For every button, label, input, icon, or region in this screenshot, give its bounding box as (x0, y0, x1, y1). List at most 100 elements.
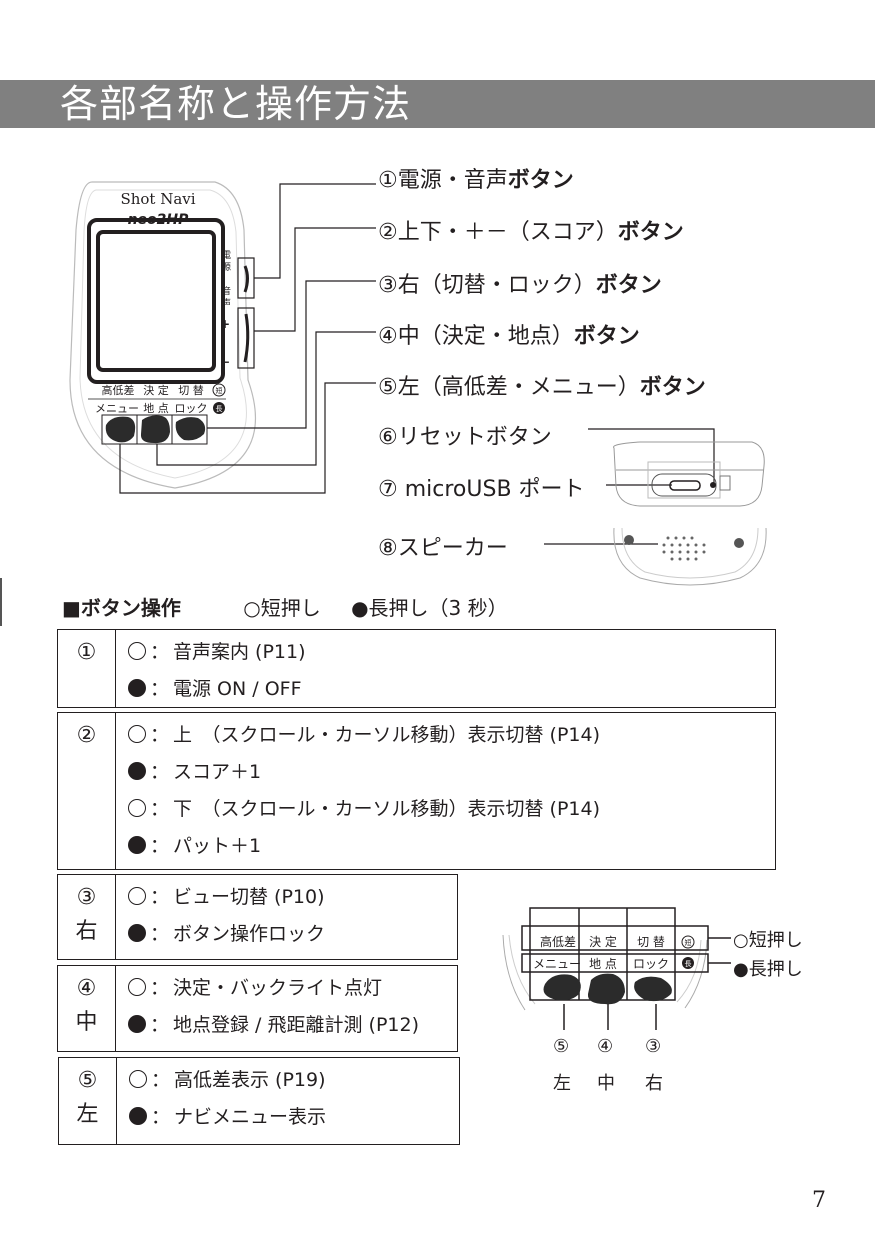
svg-text:切 替: 切 替 (178, 383, 204, 397)
detail-long-label: ●長押し (733, 959, 803, 980)
legend-heading: ■ボタン操作 (62, 596, 181, 620)
svg-text:短: 短 (685, 938, 692, 947)
reset-hole (710, 482, 716, 488)
callout-4: ④中（決定・地点）ボタン (378, 324, 640, 349)
detail-button-num-left: ⑤ (553, 1036, 570, 1057)
short-press-icon (128, 725, 146, 743)
long-press-icon (128, 762, 146, 780)
screw-right (734, 538, 744, 548)
operation-box-2: ② ：上 （スクロール・カーソル移動）表示切替 (P14) ：スコア＋1 ：下 … (57, 712, 776, 870)
detail-center-button (587, 973, 625, 1005)
long-press-icon (128, 679, 146, 697)
detail-right-button (634, 976, 672, 1002)
detail-button-num-right: ③ (645, 1036, 662, 1057)
center-button (140, 415, 170, 444)
callout-1: ①電源・音声ボタン (378, 168, 574, 193)
svg-text:短: 短 (216, 386, 223, 395)
svg-text:声: 声 (222, 297, 231, 309)
page-number: 7 (812, 1188, 826, 1213)
operation-box-1: ① ：音声案内 (P11) ：電源 ON / OFF (57, 629, 776, 708)
operation-line: ：ナビメニュー表示 (129, 1099, 453, 1136)
detail-short-label: ○短押し (733, 930, 803, 951)
leader-5 (119, 382, 376, 494)
operation-line: ：ボタン操作ロック (128, 916, 451, 953)
operation-line: ：高低差表示 (P19) (129, 1062, 453, 1099)
device-bottom-view (613, 441, 765, 507)
operation-line: ：決定・バックライト点灯 (128, 970, 451, 1007)
svg-text:−: − (220, 355, 230, 369)
legend-short: ○短押し (243, 596, 321, 620)
svg-text:長: 長 (685, 960, 692, 968)
speaker-grille (662, 536, 706, 561)
operation-line: ：上 （スクロール・カーソル移動）表示切替 (P14) (128, 717, 769, 754)
detail-button-pos-left: 左 (553, 1073, 571, 1094)
svg-text:高低差: 高低差 (102, 383, 135, 397)
long-press-icon (128, 1015, 146, 1033)
long-press-icon (129, 1107, 147, 1125)
leader-1 (254, 183, 376, 279)
updown-button-box (237, 307, 255, 369)
svg-text:メニュー: メニュー (533, 957, 581, 971)
short-press-icon (129, 1070, 147, 1088)
legend-long: ●長押し（3 秒） (351, 596, 508, 620)
operation-line: ：音声案内 (P11) (128, 634, 769, 671)
detail-button-pos-center: 中 (597, 1073, 615, 1094)
speaker-outline (613, 527, 767, 586)
svg-text:メニュー: メニュー (95, 402, 139, 415)
short-press-icon (128, 642, 146, 660)
operation-line: ：スコア＋1 (128, 754, 769, 791)
screen (96, 230, 216, 372)
operation-line: ：地点登録 / 飛距離計測 (P12) (128, 1007, 451, 1044)
leader-lines (119, 183, 715, 545)
callout-6: ⑥リセットボタン (378, 425, 552, 450)
operation-line: ：パット＋1 (128, 828, 769, 865)
svg-text:切 替: 切 替 (637, 935, 665, 949)
left-button (105, 416, 136, 443)
short-press-icon (128, 799, 146, 817)
right-button (175, 417, 206, 441)
detail-left-button (543, 974, 581, 1001)
svg-text:長: 長 (216, 405, 223, 413)
detail-button-pos-right: 右 (645, 1073, 663, 1094)
svg-text:決 定: 決 定 (143, 383, 169, 397)
button-detail-diagram: 高低差 決 定 切 替 短 メニュー 地 点 ロック 長 (502, 907, 731, 1030)
operation-line: ：下 （スクロール・カーソル移動）表示切替 (P14) (128, 791, 769, 828)
short-press-icon (128, 887, 146, 905)
device-diagram: Shot Navi neo2HP 電 源 / 音 声 + − 高低差 決 定 切… (69, 181, 767, 586)
operation-number: ② (58, 713, 116, 869)
operation-line: ：電源 ON / OFF (128, 671, 769, 708)
legend: ■ボタン操作 ○短押し ●長押し（3 秒） (62, 592, 508, 621)
svg-text:地 点: 地 点 (143, 402, 169, 415)
short-press-icon (128, 978, 146, 996)
callout-2: ②上下・＋－（スコア）ボタン (378, 220, 684, 245)
updown-button (243, 313, 250, 363)
leader-2 (254, 227, 376, 332)
operation-number: ① (58, 630, 116, 707)
power-button (243, 265, 249, 293)
svg-text:決 定: 決 定 (589, 934, 617, 949)
callout-3: ③右（切替・ロック）ボタン (378, 273, 662, 298)
margin-mark (0, 578, 2, 626)
detail-button-num-center: ④ (597, 1036, 614, 1057)
svg-text:ロック: ロック (633, 957, 669, 971)
leader-6 (588, 428, 715, 487)
svg-text:/: / (222, 276, 226, 286)
leader-4 (156, 331, 376, 466)
svg-text:高低差: 高低差 (540, 934, 576, 949)
svg-text:電: 電 (222, 250, 231, 261)
title-bar (0, 80, 875, 128)
page-title: 各部名称と操作方法 (60, 82, 412, 126)
svg-text:ロック: ロック (175, 402, 208, 415)
operation-line: ：ビュー切替 (P10) (128, 879, 451, 916)
callout-5: ⑤左（高低差・メニュー）ボタン (378, 375, 706, 400)
callout-8: ⑧スピーカー (378, 536, 508, 561)
svg-text:+: + (220, 317, 230, 331)
long-press-icon (128, 924, 146, 942)
leader-3 (207, 280, 376, 429)
